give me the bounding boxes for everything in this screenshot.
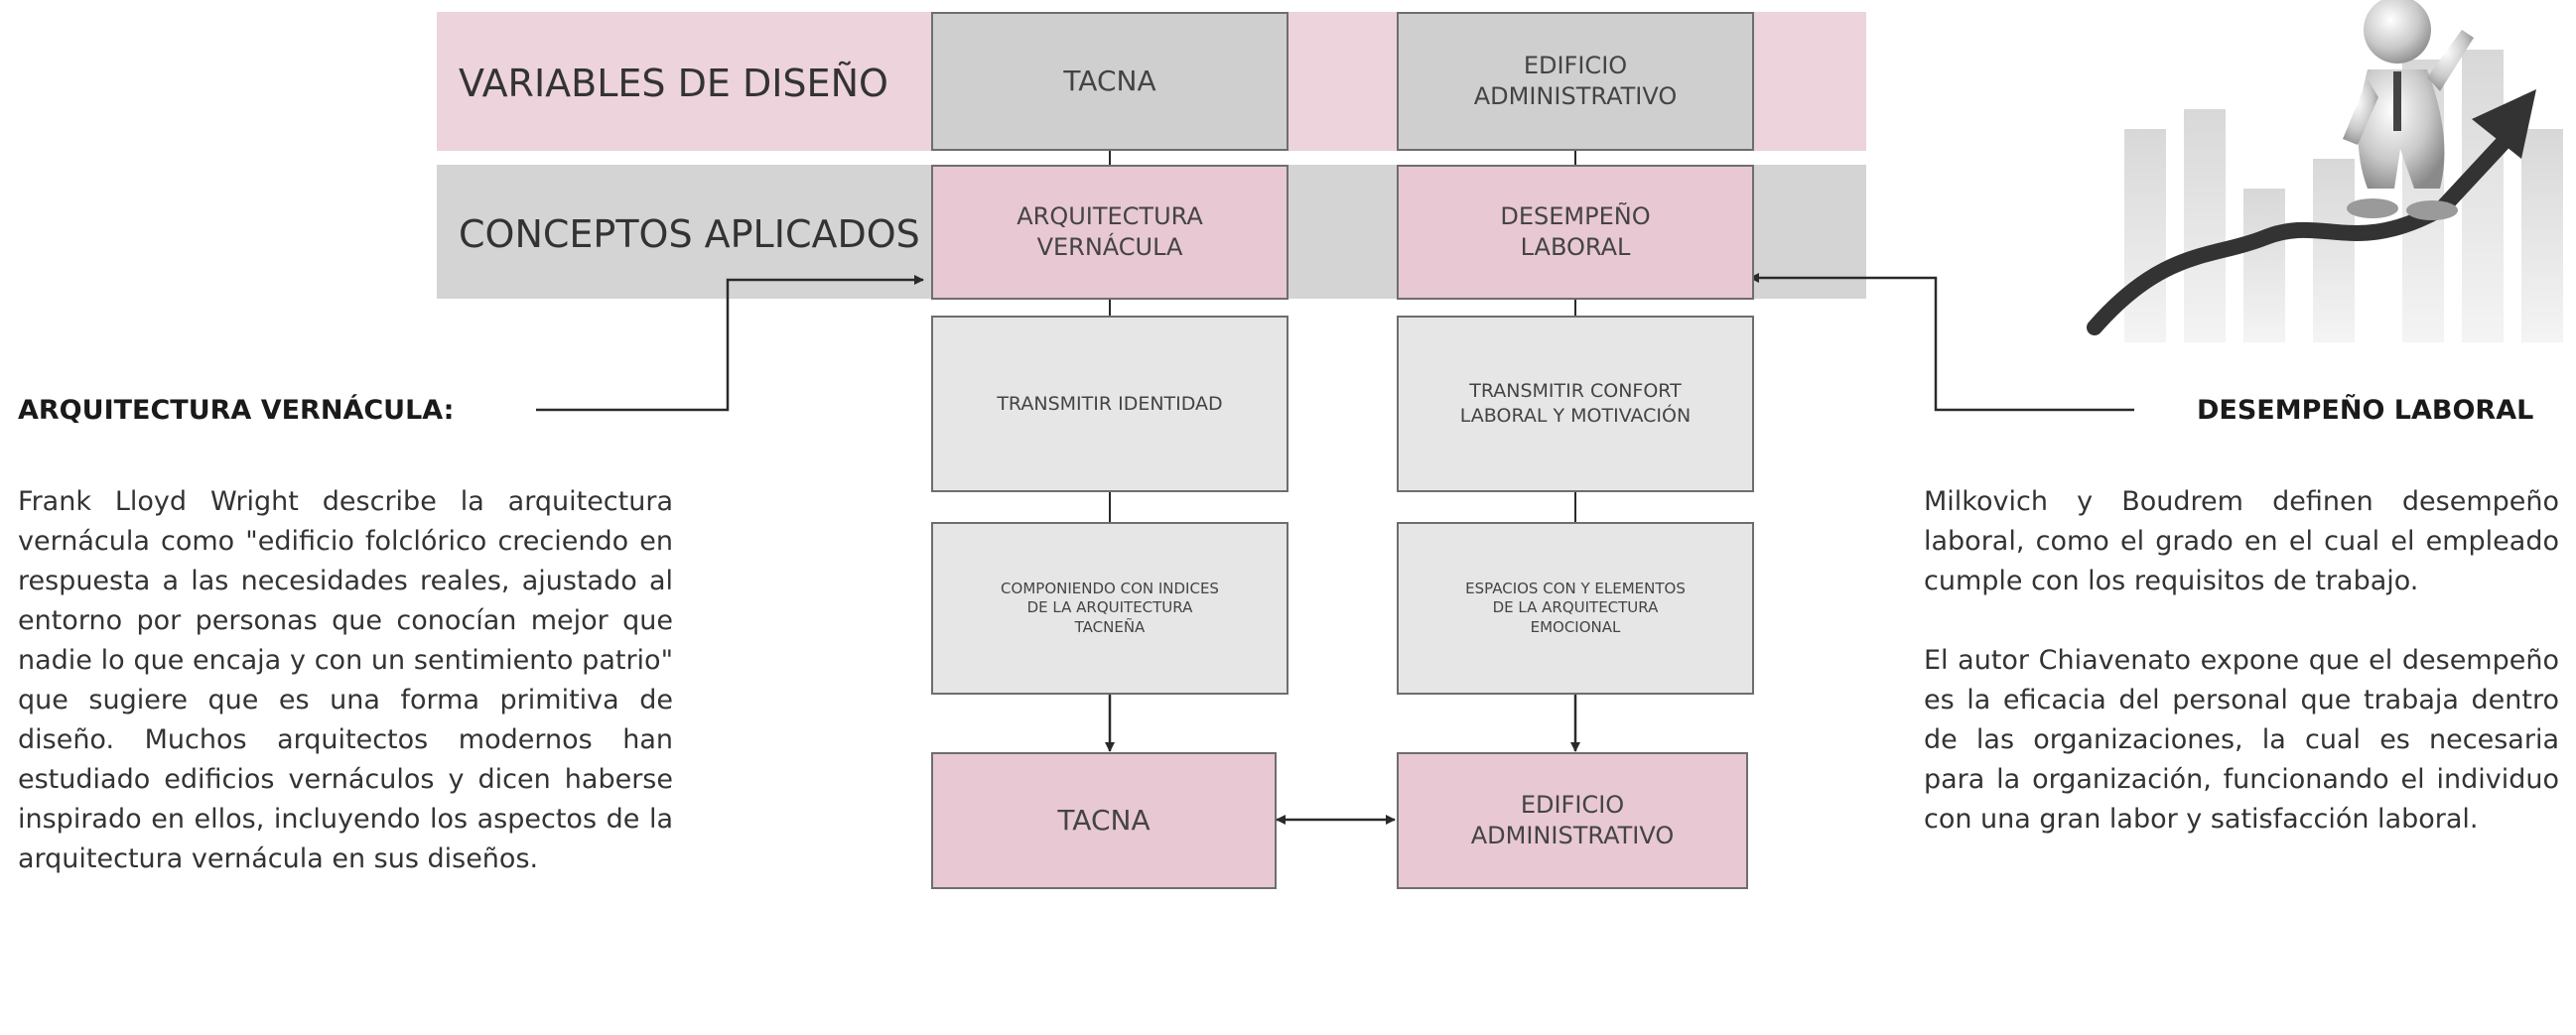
desempeno-laboral-text-1: Milkovich y Boudrem definen desempeño la… [1924, 486, 2559, 596]
arquitectura-vernacula-text: Frank Lloyd Wright describe la arquitect… [18, 486, 673, 874]
variables-label: VARIABLES DE DISEÑO [459, 62, 888, 105]
arquitectura-vernacula-title: ARQUITECTURA VERNÁCULA: [18, 395, 455, 426]
transmitir-identidad-box: TRANSMITIR IDENTIDAD [931, 316, 1288, 492]
tacna-result-box: TACNA [931, 752, 1277, 889]
desempeno-laboral-title: DESEMPEÑO LABORAL [2197, 395, 2534, 426]
desempeno-laboral-text-2: El autor Chiavenato expone que el desemp… [1924, 645, 2559, 835]
tacna-header-box: TACNA [931, 12, 1288, 151]
conceptos-label: CONCEPTOS APLICADOS [459, 212, 920, 256]
success-figure-icon [2087, 0, 2563, 342]
